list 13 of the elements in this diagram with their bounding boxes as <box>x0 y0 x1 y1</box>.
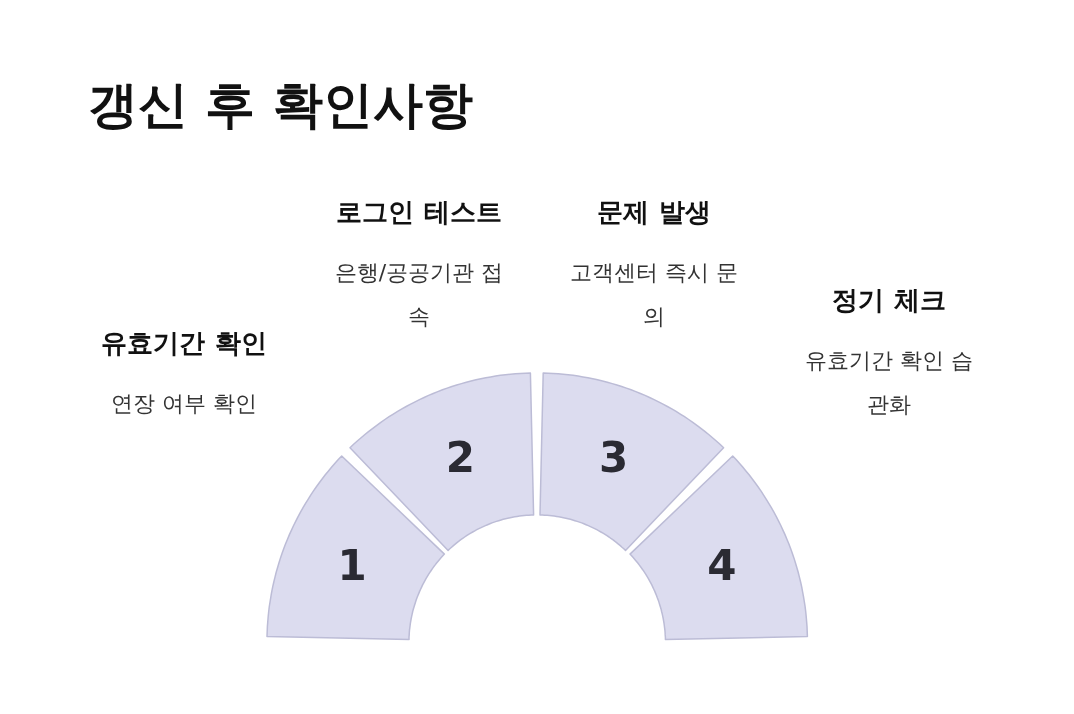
step-description: 유효기간 확인 습관화 <box>804 347 974 419</box>
step-heading: 문제 발생 <box>597 196 711 229</box>
step-number: 1 <box>337 545 367 588</box>
step-number: 4 <box>707 545 737 588</box>
title: 갱신 후 확인사항 <box>88 75 473 136</box>
step-heading: 정기 체크 <box>832 284 946 317</box>
step-description: 은행/공공기관 접속 <box>333 259 505 331</box>
step-number: 2 <box>445 437 476 480</box>
step-number: 3 <box>598 437 629 480</box>
step-description: 연장 여부 확인 <box>110 390 258 418</box>
step-heading: 유효기간 확인 <box>101 327 267 360</box>
step-description: 고객센터 즉시 문의 <box>569 259 739 331</box>
step-heading: 로그인 테스트 <box>336 196 502 229</box>
